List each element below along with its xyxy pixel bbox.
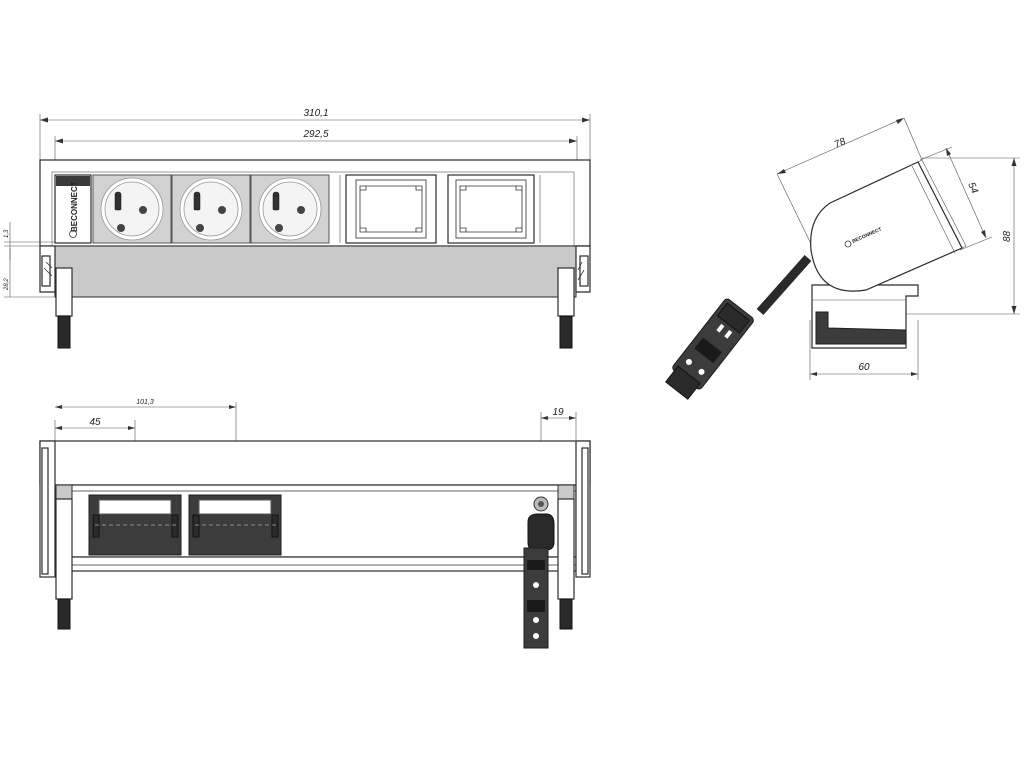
dim-label-side-height: 88 (1002, 230, 1013, 242)
dim-label-lower-height: 28,2 (4, 278, 10, 291)
clamp-post-right (557, 267, 575, 317)
rear-body (39, 440, 591, 486)
front-view: 310,1 292,5 1,3 (4, 108, 591, 349)
socket-outlet-3 (250, 174, 330, 244)
dim-label-cable-offset: 19 (552, 407, 564, 418)
rear-clamp-post-right (557, 498, 575, 600)
dim-base-width: 60 (809, 320, 919, 380)
dim-lower-height: 28,2 (4, 248, 55, 298)
side-view: 78 54 88 60 (665, 117, 1020, 400)
dim-side-width: 54 (919, 146, 993, 251)
brand-label: BECONNECT (70, 181, 79, 232)
lower-rail (54, 245, 577, 298)
data-module-1 (345, 174, 437, 244)
dim-label-module-width: 45 (89, 417, 101, 428)
rear-view: 45 101,3 19 (39, 399, 591, 649)
dim-label-body-length: 292,5 (302, 129, 328, 140)
cable-plug-rear (523, 496, 555, 649)
side-housing: BECONNECT (810, 159, 967, 292)
dim-label-two-module-width: 101,3 (136, 399, 154, 406)
logo-module (54, 174, 92, 244)
rear-module-2 (188, 494, 282, 556)
rear-clamp-post-left (55, 498, 73, 600)
rear-module-1 (88, 494, 182, 556)
dim-side-depth: 78 (776, 117, 923, 251)
dim-label-edge-offset: 1,3 (4, 229, 10, 238)
dim-label-side-depth: 78 (833, 136, 848, 151)
side-plug (665, 298, 754, 400)
dim-label-overall-length: 310,1 (303, 108, 328, 119)
dim-edge-offset: 1,3 (4, 222, 55, 260)
clamp-post-left (55, 267, 73, 317)
dim-label-side-width: 54 (965, 181, 980, 196)
socket-outlet-1 (92, 174, 172, 244)
dim-side-height: 88 (905, 157, 1020, 315)
dim-overall-length: 310,1 (39, 108, 591, 160)
dim-label-base-width: 60 (858, 362, 870, 373)
socket-outlet-2 (171, 174, 251, 244)
data-module-2 (447, 174, 535, 244)
